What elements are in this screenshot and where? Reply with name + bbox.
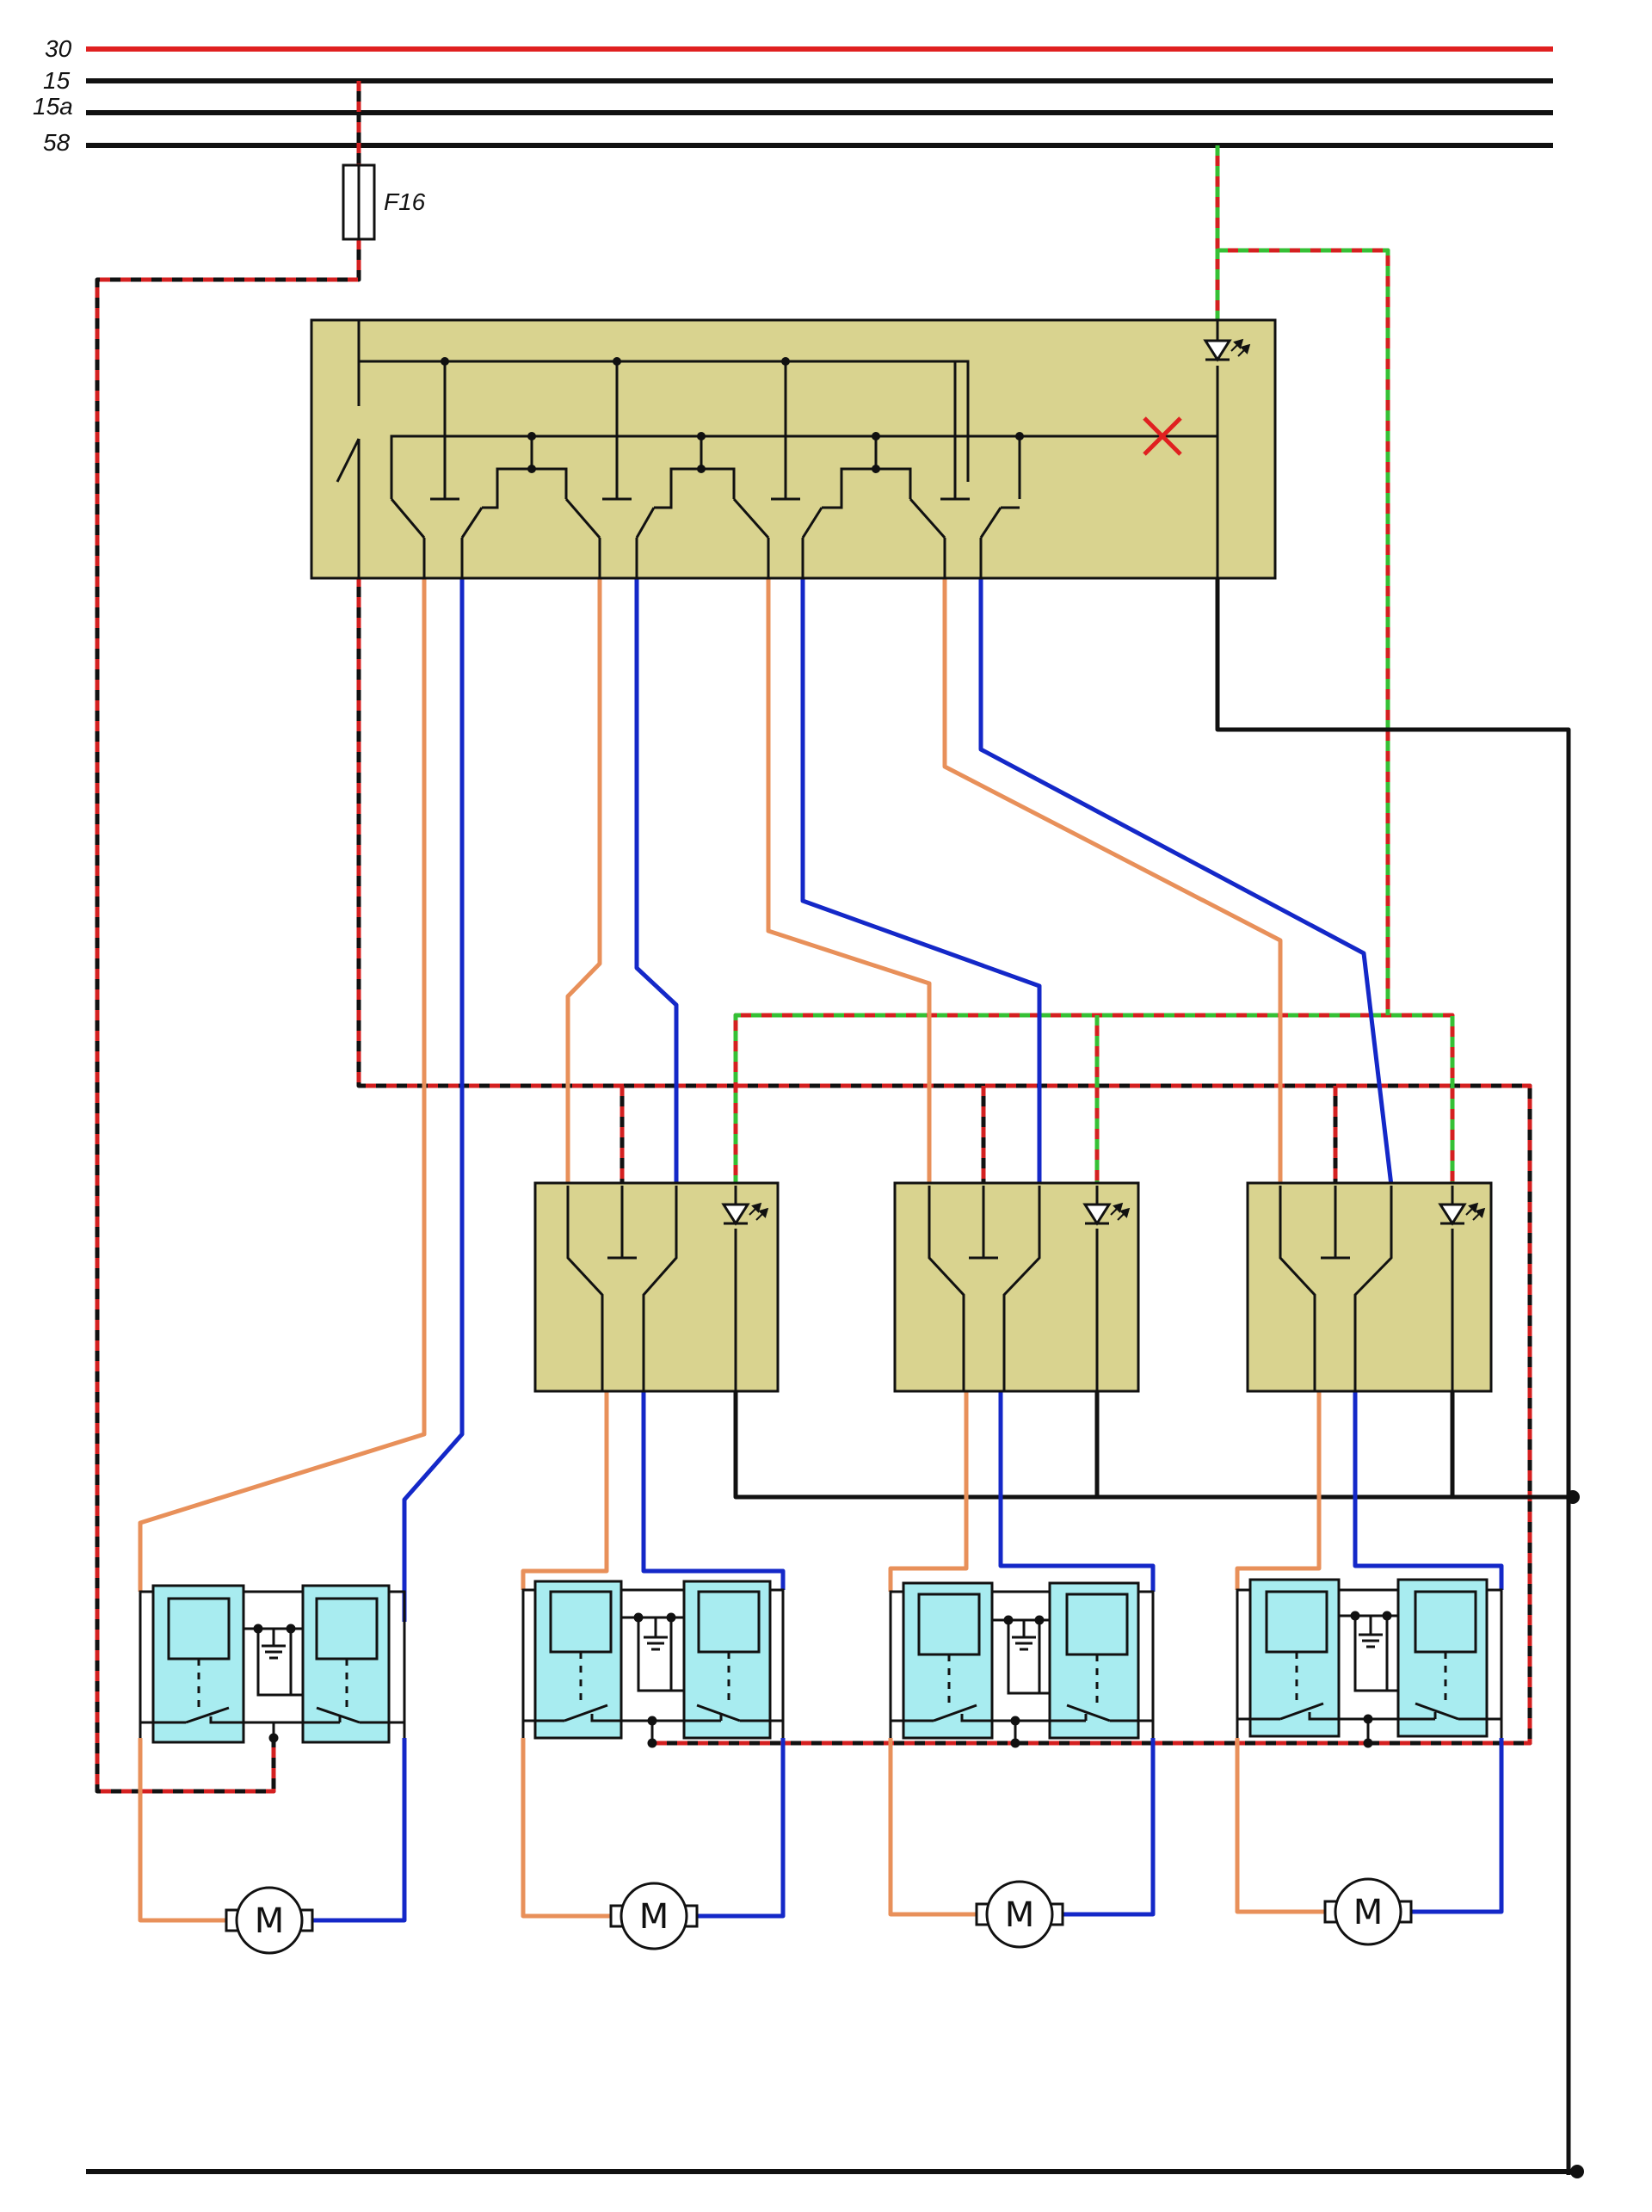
relay-unit-4 xyxy=(1236,1578,1503,1748)
motor-control-wires xyxy=(138,576,1504,1923)
ground-junction xyxy=(1570,2165,1584,2178)
cross-icon xyxy=(1143,416,1182,456)
motor-label: M xyxy=(1353,1893,1384,1932)
relay-unit-1 xyxy=(139,1584,406,1744)
fuse-label: F16 xyxy=(384,188,426,215)
motor-icon: M xyxy=(975,1880,1064,1949)
supply-rails: 30 15 15a 58 xyxy=(33,35,1553,156)
sub-module-3 xyxy=(1246,1181,1493,1393)
motor-label: M xyxy=(255,1901,285,1941)
sub-module-1 xyxy=(533,1181,780,1393)
switch-icon xyxy=(336,438,361,578)
main-control-module xyxy=(310,318,1277,580)
ground-wires xyxy=(86,576,1584,2178)
motor-label: M xyxy=(639,1897,669,1937)
sub-module-2 xyxy=(893,1181,1140,1393)
motor-icon: M xyxy=(1323,1877,1413,1946)
ground-junction xyxy=(1566,1490,1580,1504)
fuse-icon: F16 xyxy=(342,163,426,241)
relay-unit-2 xyxy=(521,1580,785,1748)
rail-label-58: 58 xyxy=(43,129,71,156)
motor-icon: M xyxy=(609,1882,699,1950)
relay-unit-3 xyxy=(889,1581,1155,1748)
rail-label-30: 30 xyxy=(45,35,72,62)
ground-icon xyxy=(262,1629,286,1660)
motor-icon: M xyxy=(225,1886,314,1955)
ground-icon xyxy=(1359,1616,1383,1648)
rail-label-15: 15 xyxy=(43,67,71,94)
lighting-feed-wires xyxy=(733,145,1455,1186)
rail-label-15a: 15a xyxy=(33,93,73,120)
ground-icon xyxy=(1012,1620,1036,1651)
motor-label: M xyxy=(1005,1895,1035,1935)
ground-icon xyxy=(644,1617,668,1651)
